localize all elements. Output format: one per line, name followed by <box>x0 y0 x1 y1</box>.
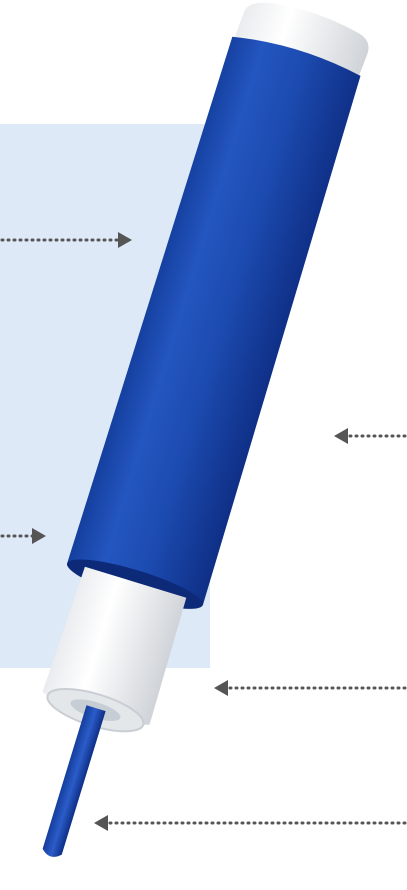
needle-stick <box>41 705 105 859</box>
arrow-head-bottom-right <box>94 815 108 831</box>
arrow-head-lower-right <box>214 680 228 696</box>
arrow-head-middle-right <box>334 428 348 444</box>
